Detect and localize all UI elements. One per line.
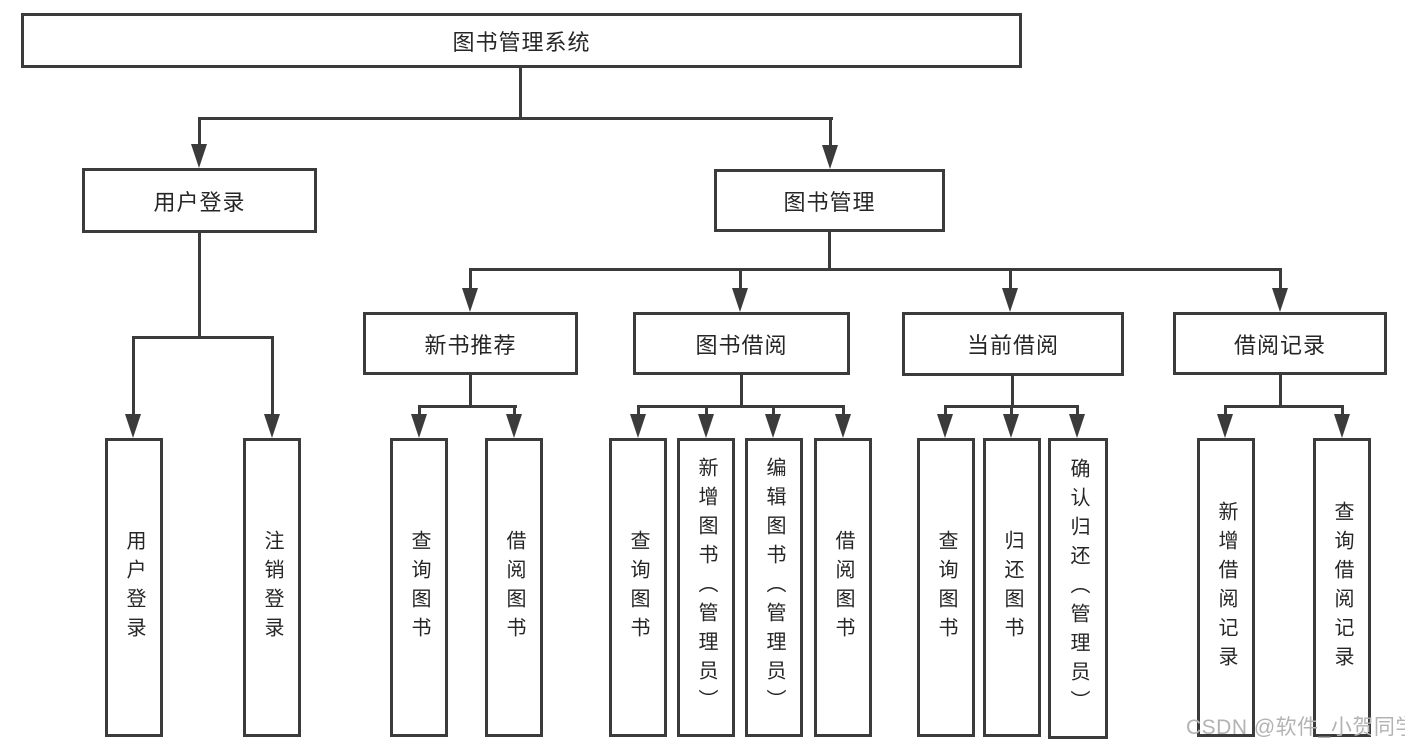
- arrow-down-icon: [1069, 414, 1085, 438]
- arrow-down-icon: [125, 414, 141, 438]
- connector-line: [705, 405, 708, 420]
- connector-line: [1279, 268, 1282, 292]
- connector-line: [513, 405, 516, 420]
- node-leaf-cb-query-books: 查询图书: [917, 438, 975, 737]
- connector-line: [1341, 405, 1344, 420]
- arrow-down-icon: [822, 145, 838, 169]
- connector-line: [198, 117, 833, 120]
- connector-line: [469, 268, 472, 292]
- arrow-down-icon: [1334, 414, 1350, 438]
- connector-line: [132, 336, 274, 339]
- node-user-login: 用户登录: [82, 168, 317, 233]
- node-leaf-bb-add-books-admin: 新增图书（管理员）: [677, 438, 735, 737]
- arrow-down-icon: [1272, 288, 1288, 312]
- connector-line: [418, 405, 421, 420]
- node-leaf-bb-edit-books-admin: 编辑图书（管理员）: [745, 438, 803, 737]
- connector-line: [418, 405, 517, 408]
- node-leaf-nb-borrow-books: 借阅图书: [485, 438, 543, 737]
- connector-line: [1010, 405, 1013, 420]
- connector-line: [132, 336, 135, 418]
- connector-line: [1224, 405, 1344, 408]
- node-book-borrow: 图书借阅: [633, 312, 850, 375]
- node-leaf-logout: 注销登录: [243, 438, 301, 737]
- connector-line: [772, 405, 775, 420]
- node-leaf-br-query-record: 查询借阅记录: [1313, 438, 1371, 737]
- arrow-down-icon: [765, 414, 781, 438]
- node-leaf-cb-return-books: 归还图书: [983, 438, 1041, 737]
- connector-line: [1224, 405, 1227, 420]
- connector-line: [198, 233, 201, 338]
- node-leaf-user-login: 用户登录: [105, 438, 163, 737]
- arrow-down-icon: [264, 414, 280, 438]
- arrow-down-icon: [1217, 414, 1233, 438]
- connector-line: [829, 117, 832, 153]
- node-leaf-bb-query-books: 查询图书: [609, 438, 667, 737]
- connector-line: [469, 375, 472, 407]
- node-leaf-nb-query-books: 查询图书: [390, 438, 448, 737]
- connector-line: [944, 405, 947, 420]
- arrow-down-icon: [191, 144, 207, 168]
- node-leaf-cb-confirm-return-admin: 确认归还（管理员）: [1048, 438, 1108, 739]
- connector-line: [1011, 376, 1014, 407]
- node-current-borrow: 当前借阅: [902, 312, 1124, 376]
- connector-line: [1009, 268, 1012, 292]
- connector-line: [469, 268, 1282, 271]
- arrow-down-icon: [1002, 288, 1018, 312]
- arrow-down-icon: [732, 288, 748, 312]
- node-borrow-records: 借阅记录: [1173, 312, 1387, 375]
- arrow-down-icon: [937, 414, 953, 438]
- connector-line: [739, 268, 742, 292]
- node-library-system: 图书管理系统: [21, 13, 1022, 68]
- arrow-down-icon: [698, 414, 714, 438]
- connector-line: [198, 117, 201, 153]
- connector-line: [271, 336, 274, 418]
- arrow-down-icon: [462, 288, 478, 312]
- arrow-down-icon: [506, 414, 522, 438]
- arrow-down-icon: [411, 414, 427, 438]
- watermark-text: CSDN @软件_小贺同学: [1186, 716, 1405, 739]
- node-book-management: 图书管理: [714, 169, 945, 232]
- node-leaf-bb-borrow-books: 借阅图书: [814, 438, 872, 737]
- connector-line: [1076, 405, 1079, 420]
- connector-line: [842, 405, 845, 420]
- connector-line: [637, 405, 640, 420]
- connector-line: [637, 405, 845, 408]
- connector-line: [740, 375, 743, 407]
- connector-line: [828, 232, 831, 270]
- arrow-down-icon: [1003, 414, 1019, 438]
- node-leaf-br-add-record: 新增借阅记录: [1197, 438, 1255, 737]
- arrow-down-icon: [630, 414, 646, 438]
- arrow-down-icon: [835, 414, 851, 438]
- connector-line: [1279, 375, 1282, 407]
- node-new-book-recommend: 新书推荐: [363, 312, 578, 375]
- connector-line: [519, 68, 522, 120]
